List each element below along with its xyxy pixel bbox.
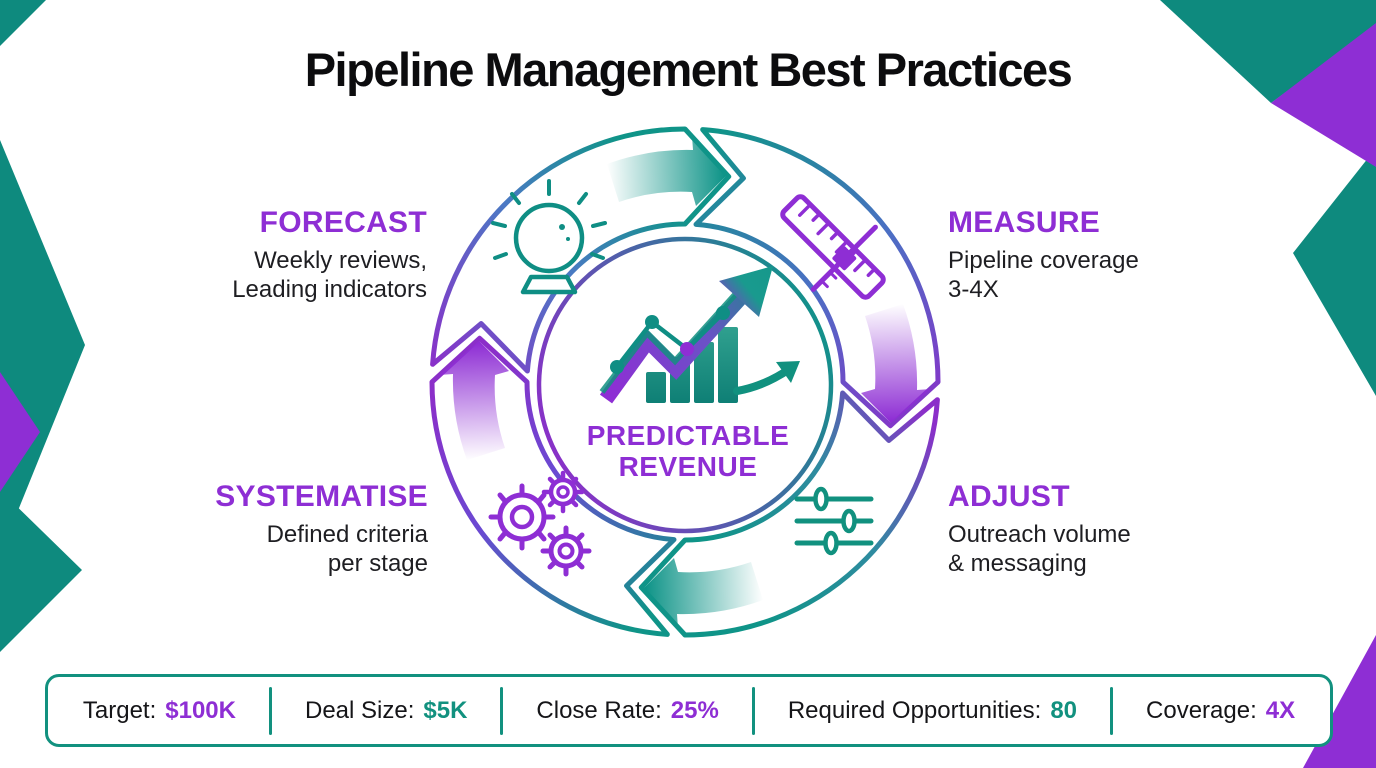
center-label: PREDICTABLE REVENUE xyxy=(538,420,838,482)
gears-icon xyxy=(488,470,592,577)
metric-divider xyxy=(751,686,755,735)
quadrant-forecast: FORECAST Weekly reviews, Leading indicat… xyxy=(107,206,427,304)
sliders-icon xyxy=(794,486,874,556)
adjust-heading: ADJUST xyxy=(948,480,1070,513)
metrics-bar: Target: $100K Deal Size: $5K Close Rate:… xyxy=(45,674,1333,747)
quadrant-adjust: ADJUST Outreach volume & messaging xyxy=(948,480,1268,578)
systematise-heading: SYSTEMATISE xyxy=(215,480,428,513)
adjust-line-2: & messaging xyxy=(948,550,1087,577)
center-label-line-1: PREDICTABLE xyxy=(586,420,790,451)
edge-right-teal-chevron xyxy=(1293,148,1376,396)
measure-line-2: 3-4X xyxy=(948,276,999,303)
forecast-line-1: Weekly reviews, xyxy=(254,247,427,274)
metric-label: Close Rate: xyxy=(536,696,662,724)
metric-divider xyxy=(500,686,504,735)
quadrant-systematise: SYSTEMATISE Defined criteria per stage xyxy=(108,480,428,578)
metric-label: Required Opportunities: xyxy=(787,696,1042,724)
metric-divider xyxy=(1110,686,1114,735)
edge-left-teal-upper xyxy=(0,140,85,555)
metric-coverage: Coverage: 4X xyxy=(1113,697,1328,725)
corner-top-right-teal xyxy=(1160,0,1376,103)
metric-deal-size: Deal Size: $5K xyxy=(272,697,500,725)
systematise-line-2: per stage xyxy=(327,550,428,577)
crystal-ball-icon xyxy=(491,179,607,295)
measure-line-1: Pipeline coverage xyxy=(948,247,1139,274)
metric-close-rate: Close Rate: 25% xyxy=(503,697,751,725)
metric-label: Target: xyxy=(82,696,157,724)
forecast-line-2: Leading indicators xyxy=(232,276,427,303)
metric-label: Coverage: xyxy=(1146,696,1257,724)
systematise-line-1: Defined criteria xyxy=(266,521,428,548)
metric-value: $5K xyxy=(423,696,468,724)
metric-value: 80 xyxy=(1050,696,1078,724)
measure-heading: MEASURE xyxy=(948,206,1101,239)
metric-target: Target: $100K xyxy=(50,697,269,725)
page-title: Pipeline Management Best Practices xyxy=(304,43,1073,96)
corner-top-right-purple xyxy=(1271,23,1376,167)
adjust-line-1: Outreach volume xyxy=(948,521,1131,548)
growth-chart-icon xyxy=(599,266,800,404)
edge-left-purple xyxy=(0,372,40,492)
metric-value: 4X xyxy=(1265,696,1296,724)
center-label-line-2: REVENUE xyxy=(618,451,758,482)
metric-value: $100K xyxy=(165,696,236,724)
quadrant-measure: MEASURE Pipeline coverage 3-4X xyxy=(948,206,1268,304)
ruler-icon xyxy=(780,194,886,300)
metric-value: 25% xyxy=(670,696,719,724)
metric-required-opportunities: Required Opportunities: 80 xyxy=(755,697,1110,725)
metric-divider xyxy=(268,686,272,735)
edge-left-teal-lower xyxy=(0,490,82,652)
metric-label: Deal Size: xyxy=(304,696,415,724)
corner-top-left-teal xyxy=(0,0,46,46)
forecast-heading: FORECAST xyxy=(259,206,427,239)
